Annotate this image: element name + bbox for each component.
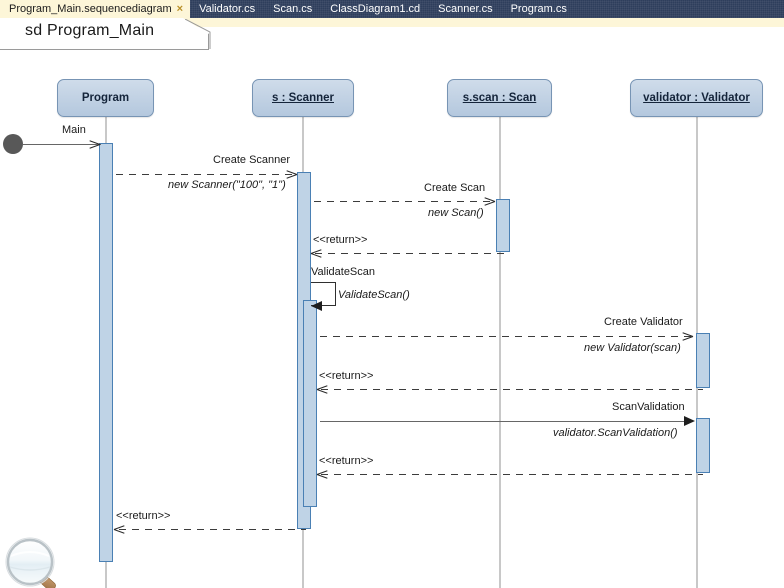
magnifier-icon[interactable]	[4, 536, 70, 588]
message-line-return-scan[interactable]	[315, 253, 505, 254]
message-line-return-program[interactable]	[119, 529, 306, 530]
found-message-start-icon	[3, 134, 23, 154]
arrowhead-solid-icon	[684, 416, 695, 426]
lifeline-head-label: Program	[81, 92, 130, 104]
message-operation-create-scan: new Scan()	[428, 207, 484, 219]
arrowhead-solid-icon	[311, 301, 322, 311]
message-label-create-scanner: Create Scanner	[213, 154, 291, 166]
arrowhead-open-icon	[114, 524, 124, 535]
message-label-validatescan: ValidateScan	[311, 266, 376, 278]
tab-scan-cs[interactable]: Scan.cs	[264, 0, 321, 18]
activation-bar-scanner-inner[interactable]	[303, 300, 317, 507]
message-line-return-validator-2[interactable]	[321, 474, 703, 475]
arrowhead-open-icon	[682, 331, 692, 342]
lifeline-head-scanner[interactable]: s : Scanner	[252, 79, 354, 117]
frame-label: sd Program_Main	[25, 22, 155, 39]
message-operation-create-scanner: new Scanner("100", "1")	[168, 179, 286, 191]
message-label-scanvalidation: ScanValidation	[612, 401, 685, 413]
message-label-return-validator-2: <<return>>	[319, 455, 374, 467]
arrowhead-open-icon	[89, 139, 99, 150]
activation-bar-scan[interactable]	[496, 199, 510, 252]
message-line-create-validator[interactable]	[320, 336, 692, 337]
editor-tab-bar: Program_Main.sequencediagram × Validator…	[0, 0, 784, 18]
lifeline-head-validator[interactable]: validator : Validator	[630, 79, 763, 117]
arrowhead-open-icon	[484, 196, 494, 207]
activation-bar-validator-2[interactable]	[696, 418, 710, 473]
arrowhead-open-icon	[311, 248, 321, 259]
lifeline-head-label: s.scan : Scan	[462, 92, 537, 104]
tab-scanner-cs[interactable]: Scanner.cs	[429, 0, 501, 18]
self-message-loop-validatescan[interactable]	[311, 282, 336, 306]
tab-bar-underline	[0, 18, 784, 27]
tab-label: Scanner.cs	[438, 2, 493, 15]
message-line-scanvalidation[interactable]	[320, 421, 692, 422]
tab-program-main-sequencediagram[interactable]: Program_Main.sequencediagram ×	[0, 0, 191, 18]
frame-corner-cut	[185, 19, 211, 49]
tab-label: Program.cs	[510, 2, 567, 15]
tab-label: Program_Main.sequencediagram	[9, 2, 172, 15]
arrowhead-open-icon	[286, 169, 296, 180]
lifeline-head-label: s : Scanner	[272, 92, 334, 104]
message-label-return-scan: <<return>>	[313, 234, 368, 246]
close-icon[interactable]: ×	[176, 2, 184, 15]
message-label-create-scan: Create Scan	[424, 182, 486, 194]
message-line-create-scanner[interactable]	[116, 174, 296, 175]
tab-label: Validator.cs	[199, 2, 256, 15]
sequence-diagram-frame	[0, 18, 209, 50]
message-line-create-scan[interactable]	[314, 201, 494, 202]
tab-validator-cs[interactable]: Validator.cs	[190, 0, 264, 18]
message-operation-create-validator: new Validator(scan)	[584, 342, 681, 354]
message-line-return-validator-1[interactable]	[321, 389, 703, 390]
lifeline-head-scan[interactable]: s.scan : Scan	[447, 79, 552, 117]
activation-bar-program[interactable]	[99, 143, 113, 562]
tab-program-cs[interactable]: Program.cs	[502, 0, 576, 18]
activation-bar-validator-1[interactable]	[696, 333, 710, 388]
tab-label: ClassDiagram1.cd	[330, 2, 421, 15]
message-label-main: Main	[62, 124, 86, 136]
lifeline-head-program[interactable]: Program	[57, 79, 154, 117]
message-operation-scanvalidation: validator.ScanValidation()	[553, 427, 678, 439]
lifeline-head-label: validator : Validator	[643, 92, 750, 104]
arrowhead-open-icon	[317, 469, 327, 480]
message-label-create-validator: Create Validator	[604, 316, 683, 328]
message-label-return-validator-1: <<return>>	[319, 370, 374, 382]
message-line-main[interactable]	[23, 144, 101, 145]
tab-classdiagram1-cd[interactable]: ClassDiagram1.cd	[321, 0, 429, 18]
message-operation-validatescan: ValidateScan()	[338, 289, 410, 301]
arrowhead-open-icon	[317, 384, 327, 395]
tab-label: Scan.cs	[273, 2, 313, 15]
message-label-return-program: <<return>>	[116, 510, 171, 522]
lifeline-scan	[499, 116, 501, 588]
